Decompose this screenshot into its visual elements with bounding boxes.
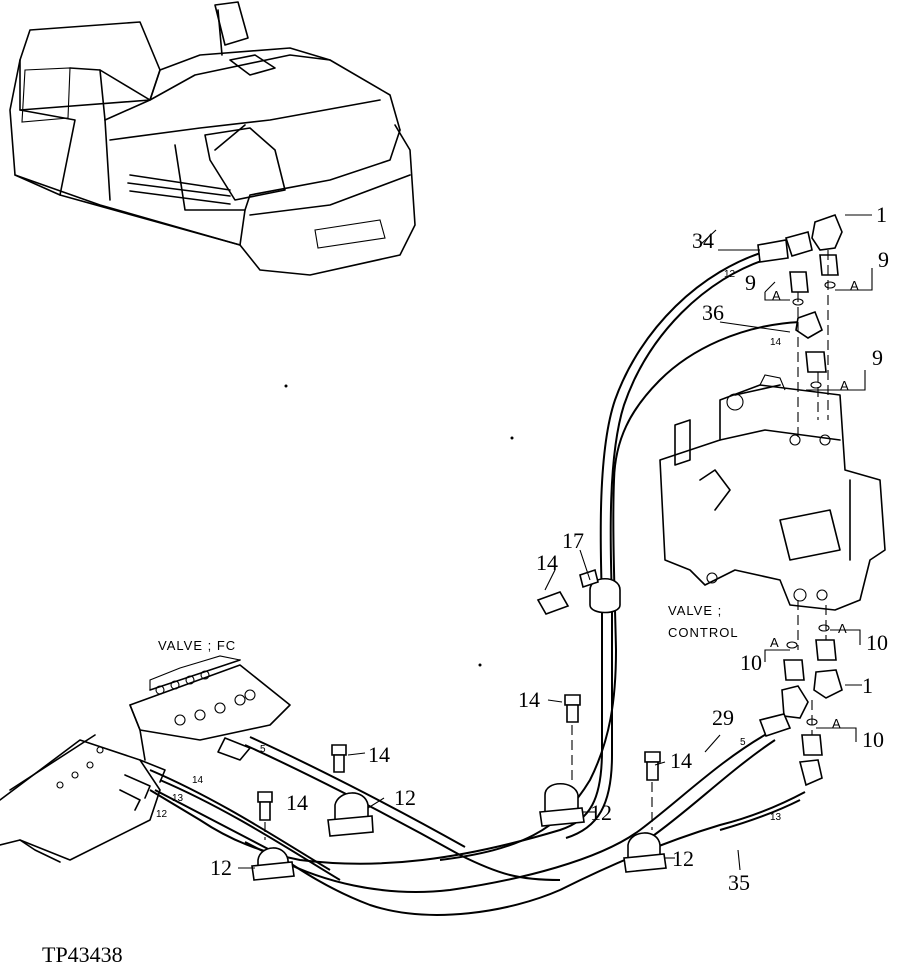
a-marker: A [838,621,848,636]
callout-10: 10 [866,630,888,655]
callout-12: 12 [590,800,612,825]
control-valve [659,374,886,611]
figure-id: TP43438 [42,942,123,967]
dot-marker [478,663,482,667]
callout-14: 14 [518,687,540,712]
callout-14: 14 [670,748,692,773]
callout-29: 29 [712,705,734,730]
a-marker: A [770,635,780,650]
callout-34: 34 [692,228,714,253]
a-marker: A [772,288,782,303]
callout-10: 10 [862,727,884,752]
hose-size-mark: 13 [770,812,782,823]
callout-14: 14 [286,790,308,815]
callout-9: 9 [878,247,889,272]
hoses [149,249,806,916]
hose-size-mark: 12 [156,809,168,820]
valve-fc-label: VALVE ; FC [158,638,236,653]
dot-marker [284,384,288,388]
callout-9: 9 [872,345,883,370]
callout-17: 17 [562,528,584,553]
hose-size-mark: 14 [770,337,782,348]
callout-35: 35 [728,870,750,895]
callout-14: 14 [368,742,390,767]
a-marker: A [840,378,850,393]
hose-size-mark: 12 [724,269,736,280]
valve-fc-assembly [0,655,291,863]
callout-14: 14 [536,550,558,575]
fittings [757,213,843,787]
hose-size-mark: 14 [192,775,204,786]
callout-10: 10 [740,650,762,675]
callout-1: 1 [862,673,873,698]
leader-lines [238,214,873,871]
callout-12: 12 [394,785,416,810]
dot-marker [510,436,514,440]
valve-control-label-line1: VALVE ; [668,603,722,618]
callout-9: 9 [745,270,756,295]
callout-12: 12 [672,846,694,871]
valve-control-label-line2: CONTROL [668,625,739,640]
a-marker: A [832,716,842,731]
hose-size-mark: 5 [740,737,746,748]
a-marker: A [850,278,860,293]
excavator-overview [9,1,416,276]
callout-36: 36 [702,300,724,325]
callout-12: 12 [210,855,232,880]
hose-size-mark: 5 [260,744,266,755]
clamps-and-bolts [251,568,667,881]
hose-size-mark: 13 [172,793,184,804]
callout-1: 1 [876,202,887,227]
